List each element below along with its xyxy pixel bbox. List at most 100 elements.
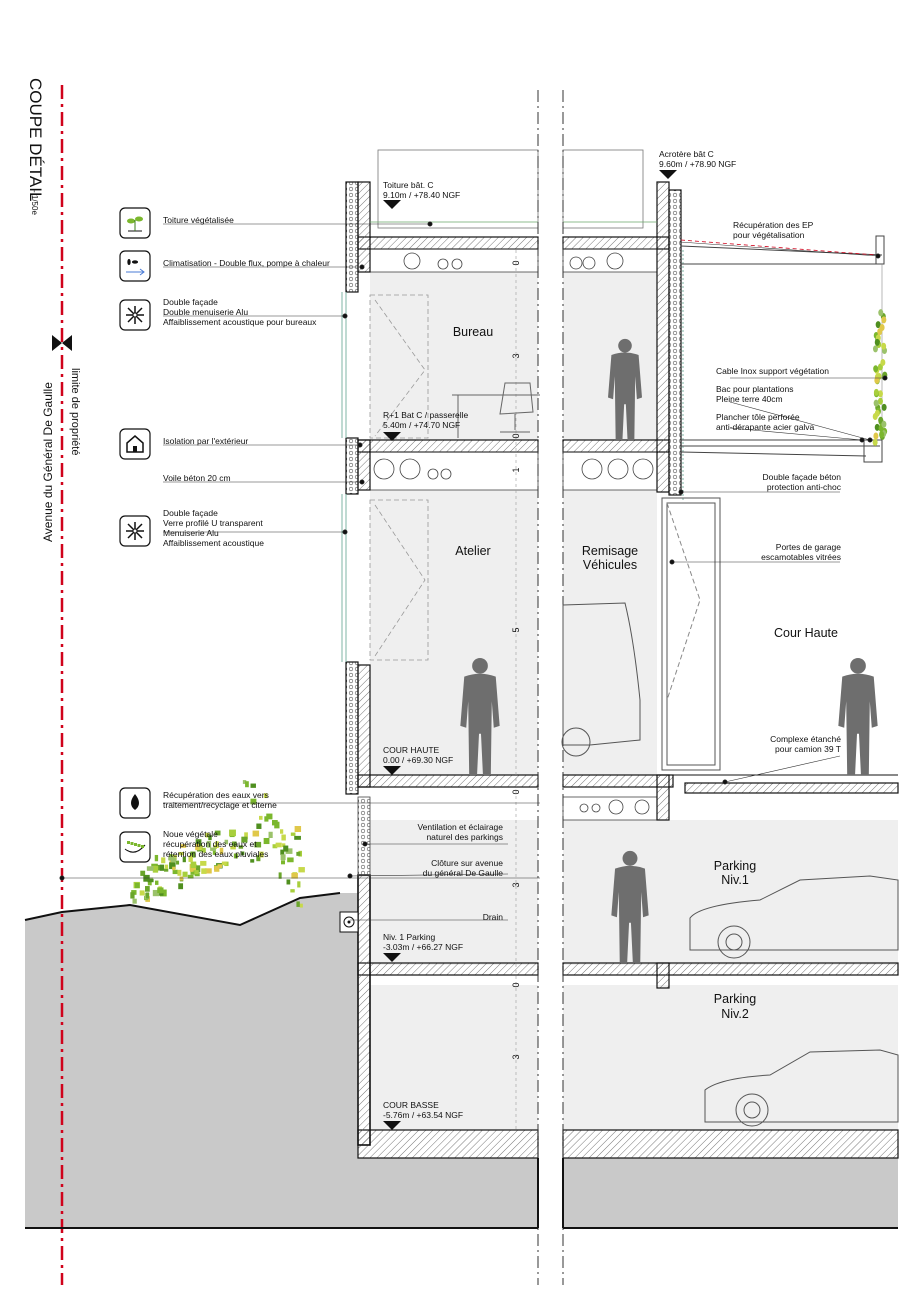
room-label-vehicules: Véhicules [583, 558, 637, 572]
swale-leaf [221, 861, 227, 866]
swale-leaf [242, 780, 247, 784]
climber-leaf [879, 431, 885, 439]
swale-leaf [169, 862, 176, 870]
climber-leaf [872, 345, 878, 353]
swale-leaf [275, 842, 282, 848]
right-note: Portes de garage [776, 542, 841, 552]
right-note: Récupération des EP [733, 220, 814, 230]
right-note: Pleine terre 40cm [716, 394, 783, 404]
car-outline-niv1 [689, 875, 899, 951]
swale-leaf [241, 836, 248, 843]
ground-wall-left [340, 893, 358, 1228]
swale-leaf [194, 870, 199, 875]
legend-text: Isolation par l'extérieur [163, 436, 248, 446]
swale-leaf [208, 835, 212, 841]
level-markers [383, 170, 677, 1130]
drain-icon [339, 911, 359, 933]
room-label-bureau: Bureau [453, 325, 493, 339]
swale-leaf [224, 839, 229, 845]
swale-leaf [278, 872, 282, 879]
swale-leaf [164, 864, 169, 869]
leader-dot [678, 489, 684, 495]
water-drop-icon [119, 787, 151, 819]
dimension-value: 0 [511, 260, 521, 265]
legend-text: Voile béton 20 cm [163, 473, 231, 483]
swale-leaf [266, 813, 273, 820]
room-label-atelier: Atelier [455, 544, 490, 558]
dimension-value: 5 [511, 627, 521, 632]
climber-leaf [874, 338, 880, 346]
swale-leaf [271, 820, 278, 826]
room-label-parking2: Parking [714, 992, 756, 1006]
person-silhouette [838, 657, 878, 775]
legend-text: Affaiblissement acoustique [163, 538, 264, 548]
room-parking-2-right [563, 985, 898, 1130]
lower-note: naturel des parkings [426, 832, 503, 842]
swale-leaf [172, 854, 177, 860]
leader-dot [859, 437, 865, 443]
legend-text: Double façade [163, 297, 218, 307]
swale-leaf [172, 869, 178, 875]
swale-leaf [177, 869, 182, 876]
lower-note: Drain [483, 912, 504, 922]
right-note: Cable Inox support végétation [716, 366, 829, 376]
leader-dot [427, 221, 433, 227]
swale-leaf [179, 876, 184, 881]
right-note: Double façade béton [763, 472, 842, 482]
climber-leaf [873, 365, 879, 373]
swale-leaf [132, 898, 137, 904]
swale-leaf [155, 880, 159, 885]
swale-leaf [152, 889, 160, 897]
swale-leaf [286, 879, 291, 885]
climber-leaf [877, 397, 883, 405]
level-value: 5.40m / +74.70 NGF [383, 420, 460, 430]
level-value: -3.03m / +66.27 NGF [383, 942, 463, 952]
swale-leaf [287, 857, 294, 863]
room-label-niv2: Niv.2 [721, 1007, 749, 1021]
climber-leaf [873, 399, 879, 407]
room-atelier [370, 490, 538, 775]
right-note: Bac pour plantations [716, 384, 794, 394]
swale-leaf [154, 854, 159, 862]
swale-leaf [290, 832, 296, 836]
swale-leaf [299, 903, 303, 908]
level-name: COUR HAUTE [383, 745, 440, 755]
swale-leaf [157, 892, 164, 896]
leader-line [729, 401, 871, 441]
swale-leaf [194, 872, 200, 877]
swale-leaf [214, 865, 220, 872]
leader-line [349, 873, 509, 877]
glazed-garage-door [661, 497, 721, 771]
dimension-value: 0 [511, 433, 521, 438]
climber-leaf [877, 328, 883, 336]
swale-leaf [256, 823, 262, 829]
swale-leaf [195, 839, 202, 846]
swale-leaf [172, 866, 176, 871]
swale-leaf [196, 845, 203, 851]
swale-leaf [245, 781, 249, 788]
level-name: Acrotère bât C [659, 149, 714, 159]
ground-profile-line [24, 892, 341, 927]
right-note: escamotables vitrées [761, 552, 841, 562]
swale-leaf [147, 880, 152, 886]
climber-leaf [873, 432, 879, 440]
person-silhouette [611, 850, 649, 962]
room-parking-2 [370, 985, 538, 1130]
vehicles [561, 602, 899, 1127]
property-limit-marker [52, 335, 72, 351]
legend-text: Affaiblissement acoustique pour bureaux [163, 317, 317, 327]
legend-text: Menuiserie Alu [163, 528, 219, 538]
person-silhouette [460, 657, 500, 775]
leader-lines [59, 221, 888, 921]
acoustic-window-icon [119, 515, 151, 547]
swale-leaf [169, 854, 173, 858]
foundation-outline [25, 1158, 898, 1229]
walls [345, 181, 682, 1146]
swale-leaf [263, 837, 270, 845]
swale-leaf [294, 826, 302, 833]
swale-leaf [256, 855, 261, 862]
